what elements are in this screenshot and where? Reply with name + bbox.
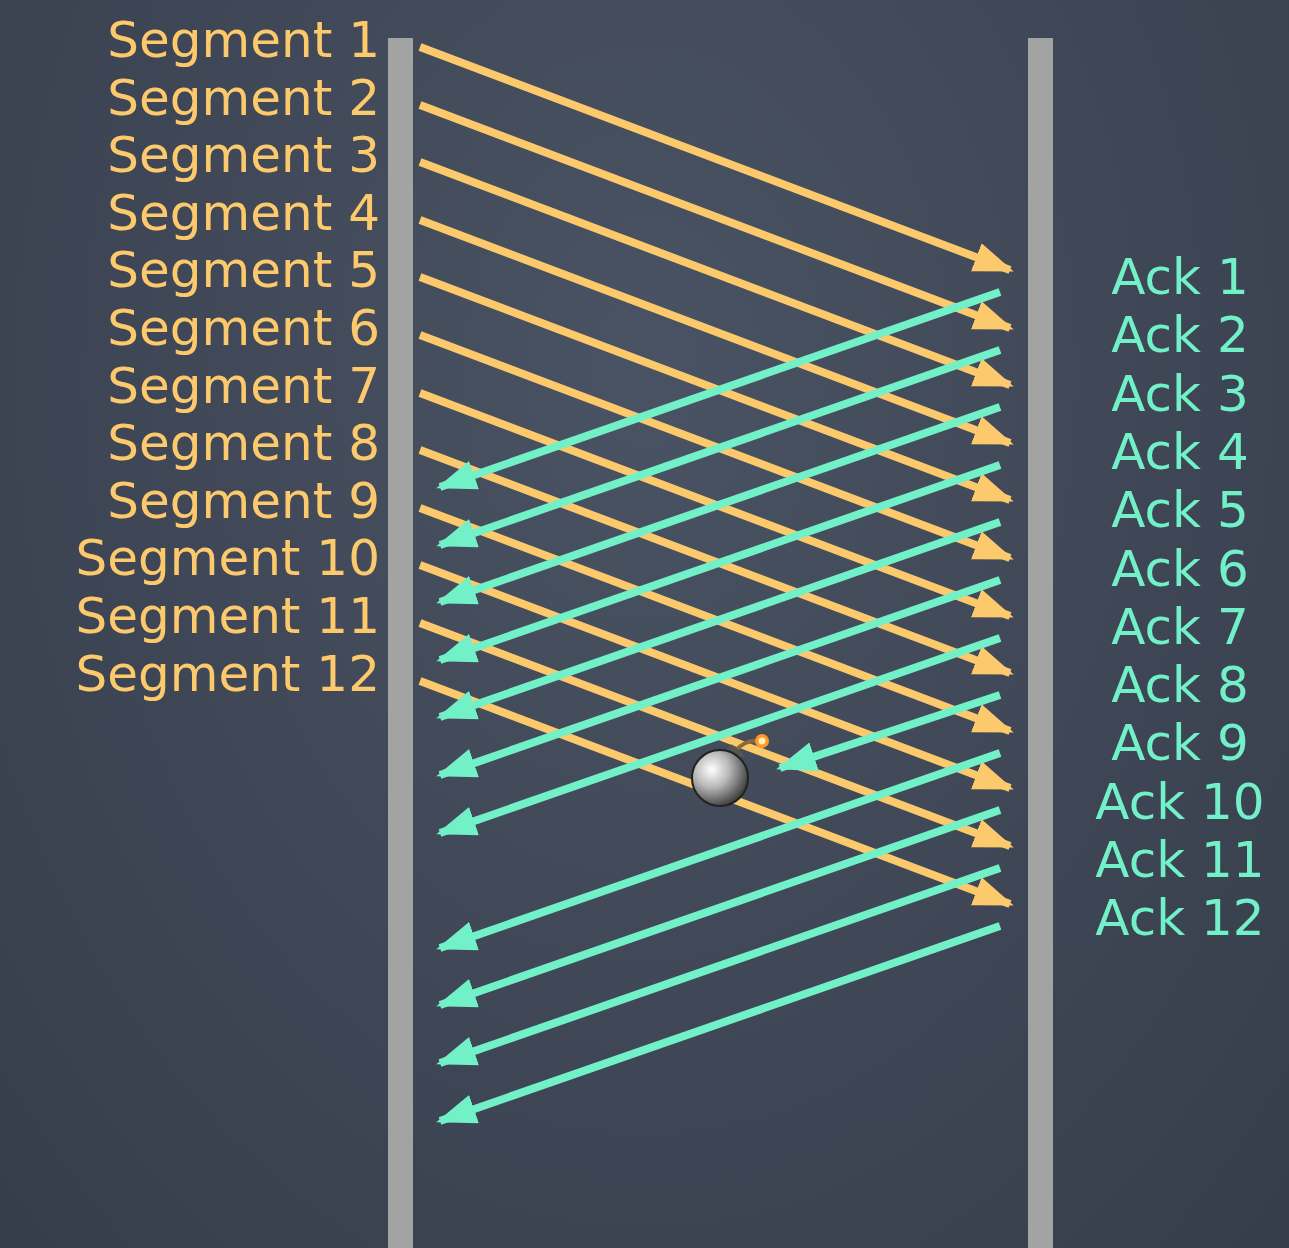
lost-ack-arrow <box>780 695 1000 768</box>
segment-arrow <box>420 162 1010 385</box>
ack-label: Ack 1 <box>1111 252 1248 302</box>
segment-arrow <box>420 508 1010 731</box>
segment-label: Segment 12 <box>75 649 380 699</box>
ack-arrow <box>440 638 1000 833</box>
ack-arrow <box>440 292 1000 487</box>
segment-arrow <box>420 335 1010 558</box>
segment-arrow <box>420 681 1010 904</box>
segment-label: Segment 8 <box>107 418 380 468</box>
ack-arrow <box>440 350 1000 545</box>
receiver-bar <box>1028 38 1053 1248</box>
segment-arrows <box>420 47 1010 904</box>
ack-label: Ack 8 <box>1111 660 1248 710</box>
ack-label: Ack 9 <box>1111 718 1248 768</box>
ack-arrow <box>440 407 1000 602</box>
ack-label: Ack 11 <box>1095 835 1264 885</box>
segment-label: Segment 9 <box>107 476 380 526</box>
ack-arrow <box>440 868 1000 1063</box>
segment-label: Segment 11 <box>75 591 380 641</box>
segment-label: Segment 3 <box>107 130 380 180</box>
segment-arrow <box>420 105 1010 328</box>
segment-arrow <box>420 220 1010 443</box>
ack-label: Ack 5 <box>1111 485 1248 535</box>
segment-arrow <box>420 623 1010 846</box>
segment-label: Segment 1 <box>107 15 380 65</box>
ack-arrow <box>440 522 1000 717</box>
segment-arrow <box>420 47 1010 270</box>
ack-label: Ack 2 <box>1111 310 1248 360</box>
segment-arrow <box>420 450 1010 673</box>
ack-arrow <box>440 810 1000 1005</box>
segment-label: Segment 10 <box>75 533 380 583</box>
sender-bar <box>388 38 413 1248</box>
segment-label: Segment 7 <box>107 361 380 411</box>
bomb-icon <box>692 734 769 806</box>
segment-label: Segment 2 <box>107 73 380 123</box>
segment-label: Segment 5 <box>107 245 380 295</box>
ack-label: Ack 12 <box>1095 893 1264 943</box>
ack-label: Ack 4 <box>1111 427 1248 477</box>
segment-arrow <box>420 277 1010 500</box>
ack-label: Ack 10 <box>1095 777 1264 827</box>
ack-arrow <box>440 465 1000 660</box>
ack-arrow <box>440 580 1000 775</box>
ack-arrow <box>440 926 1000 1121</box>
ack-label: Ack 7 <box>1111 602 1248 652</box>
segment-label: Segment 6 <box>107 303 380 353</box>
ack-label: Ack 6 <box>1111 544 1248 594</box>
segment-label: Segment 4 <box>107 188 380 238</box>
ack-arrows <box>440 292 1000 1121</box>
segment-arrow <box>420 393 1010 616</box>
ack-label: Ack 3 <box>1111 369 1248 419</box>
